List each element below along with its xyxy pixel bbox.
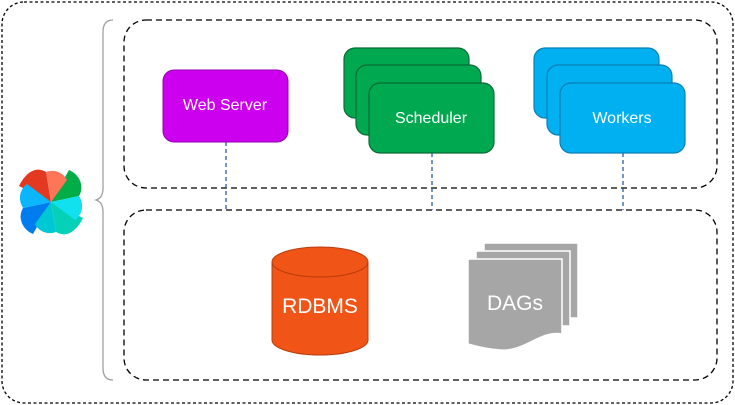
- document-stack-icon: [467, 258, 563, 351]
- grouping-bracket: [93, 19, 114, 381]
- web-server-label: Web Server: [183, 97, 268, 114]
- workers-box-front: [559, 82, 686, 154]
- services-group: [123, 19, 718, 189]
- airflow-logo-icon: [19, 169, 83, 235]
- rdbms-node: RDBMS: [271, 246, 369, 356]
- dags-node: DAGs: [467, 242, 579, 351]
- database-cylinder-icon: [271, 262, 369, 356]
- scheduler-label: Scheduler: [395, 110, 468, 127]
- rdbms-label: RDBMS: [282, 295, 358, 318]
- workers-node: Workers: [533, 47, 686, 154]
- workers-label: Workers: [592, 110, 651, 127]
- web-server-box: [162, 69, 289, 143]
- scheduler-node: Scheduler: [343, 47, 495, 154]
- scheduler-box-front: [368, 82, 495, 154]
- storage-group: [123, 209, 718, 381]
- database-cylinder-top: [271, 246, 369, 278]
- web-server-node: Web Server: [162, 69, 289, 143]
- dags-label: DAGs: [487, 292, 543, 315]
